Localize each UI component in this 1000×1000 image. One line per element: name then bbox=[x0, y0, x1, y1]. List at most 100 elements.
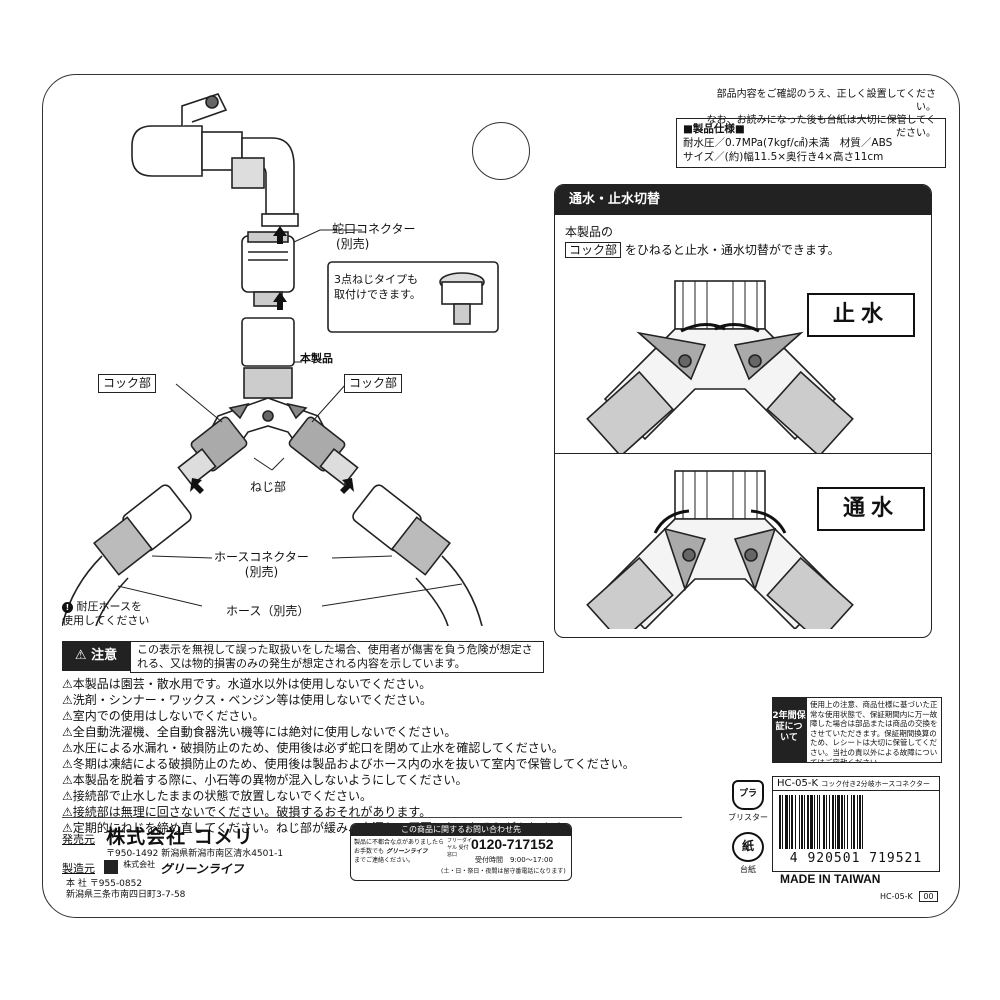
hose-connector-label: ホースコネクター (別売) bbox=[214, 550, 309, 580]
product-code: HC-05-K bbox=[777, 778, 819, 789]
barcode-bar bbox=[793, 795, 795, 849]
barcode-bar bbox=[855, 795, 857, 849]
warning-text: 本製品は園芸・散水用です。水道水以外は使用しないでください。 bbox=[72, 677, 432, 691]
warning-triangle-icon: ⚠ bbox=[62, 821, 73, 835]
warning-text: 接続部で止水したままの状態で放置しないでください。 bbox=[72, 789, 373, 803]
list-item: ⚠接続部は無理に回さないでください。破損するおそれがあります。 bbox=[62, 804, 682, 820]
warning-list: ⚠本製品は園芸・散水用です。水道水以外は使用しないでください。 ⚠洗剤・シンナー… bbox=[62, 676, 682, 836]
barcode-bar bbox=[820, 795, 823, 849]
warning-text: 室内での使用はしないでください。 bbox=[72, 709, 265, 723]
barcode-bar bbox=[858, 795, 859, 849]
seller-company: 株式会社 コメリ bbox=[106, 826, 254, 848]
barcode-bar bbox=[852, 795, 853, 849]
contact-box: この商品に関するお問い合わせ先 製品に不都合な点がありましたら お手数でも グリ… bbox=[350, 823, 572, 881]
warning-triangle-icon: ⚠ bbox=[62, 693, 73, 707]
maker-block: 製造元 株式会社 グリーンライフ 本 社 〒955-0852 新潟県三条市南四日… bbox=[62, 860, 352, 901]
faucet-connector-icon bbox=[241, 231, 295, 307]
assembly-illustration bbox=[62, 93, 499, 626]
switch-desc-box: コック部 bbox=[565, 242, 622, 258]
warning-text: 冬期は凍結による破損防止のため、使用後は製品およびホース内の水を抜いて室内で保管… bbox=[72, 757, 635, 771]
contact-left2: お手数でも bbox=[354, 848, 385, 855]
header-note-line1: 部品内容をご確認のうえ、正しく設置してください。 bbox=[716, 89, 936, 113]
warning-text: 洗剤・シンナー・ワックス・ベンジン等は使用しないでください。 bbox=[72, 693, 433, 707]
barcode-bars bbox=[779, 795, 933, 849]
barcode-bar bbox=[790, 795, 791, 849]
switch-desc1: 本製品の bbox=[565, 225, 614, 239]
pressure-hose-text2: 使用してください bbox=[62, 614, 150, 627]
paper-text: 紙 bbox=[741, 839, 754, 853]
barcode-bar bbox=[840, 795, 841, 849]
barcode-bar bbox=[800, 795, 801, 849]
barcode-bar bbox=[783, 795, 785, 849]
list-item: ⚠本製品を脱着する際に、小石等の異物が混入しないようにしてください。 bbox=[62, 772, 682, 788]
barcode-bar bbox=[795, 795, 796, 849]
stop-arrow-icons bbox=[680, 323, 760, 333]
contact-left1: 製品に不都合な点がありましたら bbox=[354, 839, 445, 846]
barcode-bar bbox=[859, 795, 861, 849]
barcode-bar bbox=[830, 795, 832, 849]
barcode-bar bbox=[785, 795, 788, 849]
spec-box: ■製品仕様■ 耐水圧／0.7MPa(7kgf/㎠)未満 材質／ABS サイズ／(… bbox=[676, 118, 946, 168]
barcode-bar bbox=[810, 795, 813, 849]
hose-label: ホース（別売） bbox=[226, 604, 310, 618]
hang-hole bbox=[472, 122, 530, 180]
pressure-hose-text1: 耐圧ホースを bbox=[76, 600, 142, 613]
list-item: ⚠室内での使用はしないでください。 bbox=[62, 708, 682, 724]
list-item: ⚠全自動洗濯機、全自動食器洗い機等には絶対に使用しないでください。 bbox=[62, 724, 682, 740]
barcode-bar bbox=[809, 795, 810, 849]
barcode-bar bbox=[851, 795, 852, 849]
barcode-bar bbox=[841, 795, 843, 849]
barcode-bar bbox=[863, 795, 866, 849]
barcode-bar bbox=[836, 795, 837, 849]
paper-recycle-icon: 紙 bbox=[732, 832, 764, 862]
hose-connector-text: ホースコネクター bbox=[214, 550, 309, 564]
faucet-connector-text: 蛇口コネクター bbox=[332, 222, 416, 236]
contact-holidays: (土・日・祭日・夜間は留守番電話になります) bbox=[441, 868, 566, 875]
product-icon bbox=[177, 317, 359, 487]
barcode-bar bbox=[813, 795, 814, 849]
thread-label: ねじ部 bbox=[250, 480, 287, 494]
seller-block: 発売元 株式会社 コメリ 〒950-1492 新潟県新潟市南区清水4501-1 bbox=[62, 822, 352, 859]
list-item: ⚠冬期は凍結による破損防止のため、使用後は製品およびホース内の水を抜いて室内で保… bbox=[62, 756, 682, 772]
footer-code-text: HC-05-K bbox=[880, 892, 913, 901]
barcode-bar bbox=[801, 795, 803, 849]
blister-text: ブリスター bbox=[728, 813, 768, 822]
barcode-bar bbox=[782, 795, 783, 849]
warning-text: 水圧による水漏れ・破損防止のため、使用後は必ず蛇口を閉めて止水を確認してください… bbox=[72, 741, 564, 755]
arrow-icons bbox=[190, 226, 354, 494]
contact-heading: この商品に関するお問い合わせ先 bbox=[351, 824, 571, 836]
spec-line1: 耐水圧／0.7MPa(7kgf/㎠)未満 材質／ABS bbox=[683, 137, 893, 149]
barcode-bar bbox=[788, 795, 789, 849]
flow-badge: 通水 bbox=[817, 487, 925, 531]
barcode-box: HC-05-K コック付き2分岐ホースコネクター 4 920501 719521 bbox=[772, 776, 940, 872]
recycle-paper: 紙 台紙 bbox=[728, 832, 768, 875]
barcode-bar bbox=[804, 795, 805, 849]
faucet-connector-label: 蛇口コネクター (別売) bbox=[332, 222, 416, 252]
warning-triangle-icon: ⚠ bbox=[74, 648, 87, 663]
seller-address: 〒950-1492 新潟県新潟市南区清水4501-1 bbox=[106, 849, 284, 859]
barcode-bar bbox=[861, 795, 862, 849]
warning-triangle-icon: ⚠ bbox=[62, 725, 73, 739]
barcode-bar bbox=[843, 795, 844, 849]
board-text: 台紙 bbox=[740, 865, 756, 874]
contact-free-label: フリーダイヤル 受付窓口 bbox=[447, 838, 473, 858]
barcode-bar bbox=[825, 795, 826, 849]
three-point-label: 3点ねじタイプも 取付けできます。 bbox=[334, 272, 421, 302]
pla-recycle-icon: プラ bbox=[732, 780, 764, 810]
list-item: ⚠洗剤・シンナー・ワックス・ベンジン等は使用しないでください。 bbox=[62, 692, 682, 708]
barcode-bar bbox=[791, 795, 793, 849]
barcode-bar bbox=[857, 795, 858, 849]
barcode-bar bbox=[848, 795, 851, 849]
barcode-bar bbox=[815, 795, 817, 849]
faucet-connector-note: (別売) bbox=[336, 237, 370, 251]
barcode-bar bbox=[805, 795, 807, 849]
pressure-hose-note: ! 耐圧ホースを 使用してください bbox=[62, 600, 149, 628]
product-label: 本製品 bbox=[300, 352, 333, 365]
barcode-bar bbox=[845, 795, 847, 849]
barcode-bar bbox=[826, 795, 827, 849]
list-item: ⚠本製品は園芸・散水用です。水道水以外は使用しないでください。 bbox=[62, 676, 682, 692]
hose-left-icon bbox=[62, 484, 192, 626]
barcode-bar bbox=[807, 795, 809, 849]
header-note: 部品内容をご確認のうえ、正しく設置してください。 なお、お読みになった後も台紙は… bbox=[706, 88, 936, 140]
stop-illustration bbox=[586, 280, 854, 453]
